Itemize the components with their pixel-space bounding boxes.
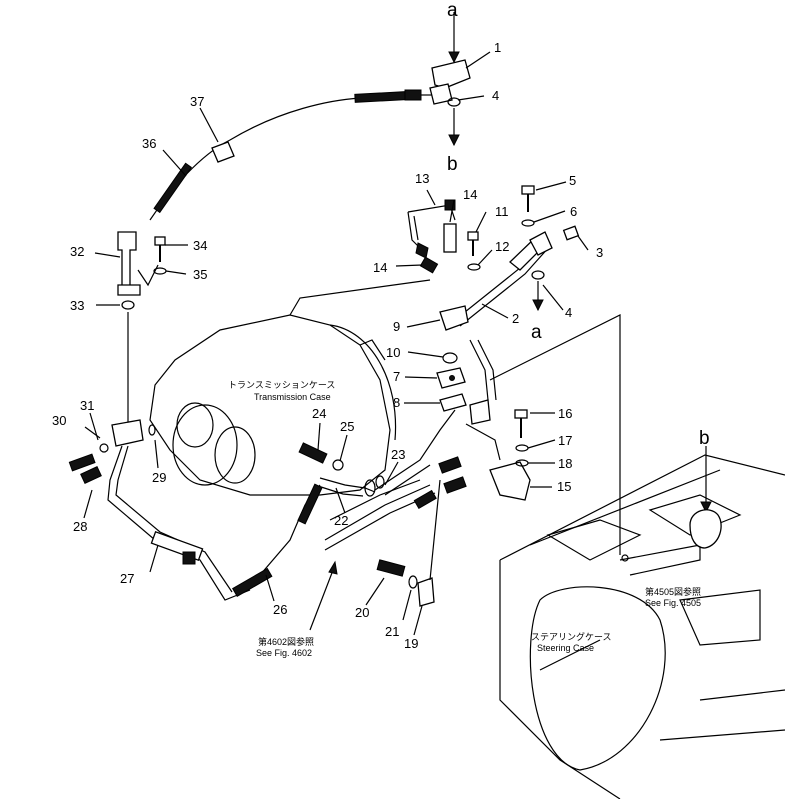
callout-20: 20 [355,605,369,620]
callout-24: 24 [312,406,326,421]
flow-markers: a b a b [447,0,710,449]
callout-7: 7 [393,369,400,384]
callout-4b: 4 [565,305,572,320]
callout-35: 35 [193,267,207,282]
see-fig-4602-jp: 第4602図参照 [258,636,314,647]
callout-6: 6 [570,204,577,219]
callout-31: 31 [80,398,94,413]
callout-3: 3 [596,245,603,260]
marker-a-top: a [447,0,458,21]
callout-1: 1 [494,40,501,55]
callout-27: 27 [120,571,134,586]
steering-case-en: Steering Case [537,643,594,653]
see-fig-4505-en: See Fig. 4505 [645,598,701,608]
callout-34: 34 [193,238,207,253]
callout-9: 9 [393,319,400,334]
callout-21: 21 [385,624,399,639]
leader-lines [83,51,589,636]
callout-2: 2 [512,311,519,326]
callout-33: 33 [70,298,84,313]
callout-32: 32 [70,244,84,259]
marker-b-top: b [447,154,458,175]
marker-a-right: a [531,322,542,343]
callout-14b: 14 [373,260,387,275]
transmission-case-en: Transmission Case [254,392,331,402]
marker-b-right: b [699,428,710,449]
callout-29: 29 [152,470,166,485]
callout-26: 26 [273,602,287,617]
steering-case-jp: ステアリングケース [531,631,612,642]
callout-16: 16 [558,406,572,421]
callout-22: 22 [334,513,348,528]
callout-30: 30 [52,413,66,428]
callout-17: 17 [558,433,572,448]
callout-23: 23 [391,447,405,462]
callout-36: 36 [142,136,156,151]
transmission-case-jp: トランスミッションケース [228,380,335,390]
callout-numbers: 1 2 3 4 4 5 6 7 8 9 10 11 12 13 14 14 15… [52,40,603,651]
callout-13: 13 [415,171,429,186]
captions: トランスミッションケース Transmission Case ステアリングケース… [228,380,701,658]
transmission-case [149,279,431,496]
steering-case [499,454,785,799]
callout-28: 28 [73,519,87,534]
callout-10: 10 [386,345,400,360]
see-fig-4505-jp: 第4505図参照 [645,586,701,597]
callout-25: 25 [340,419,354,434]
callout-11: 11 [495,204,509,219]
callout-4a: 4 [492,88,499,103]
callout-12: 12 [495,239,509,254]
callout-19: 19 [404,636,418,651]
callout-8: 8 [393,395,400,410]
callout-5: 5 [569,173,576,188]
callout-37: 37 [190,94,204,109]
callout-18: 18 [558,456,572,471]
callout-14a: 14 [463,187,477,202]
callout-15: 15 [557,479,571,494]
see-fig-4602-en: See Fig. 4602 [256,648,312,658]
